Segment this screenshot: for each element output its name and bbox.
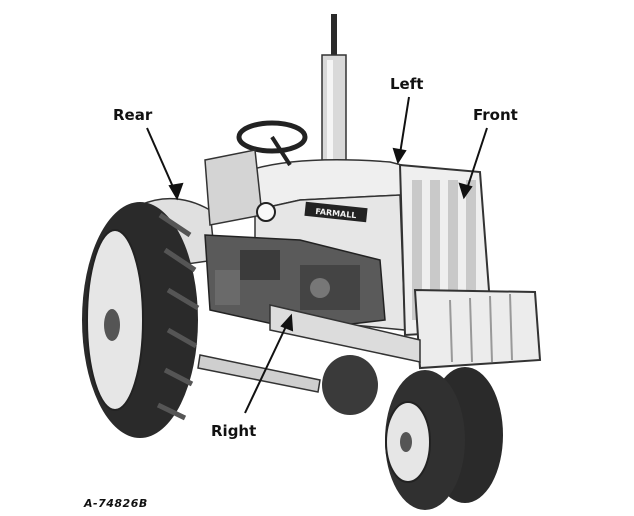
label-left: Left — [390, 75, 424, 93]
rear-arrowhead — [168, 182, 184, 201]
gauge — [256, 202, 276, 222]
front-arrowhead — [458, 182, 473, 200]
frame-rail — [269, 304, 421, 363]
engine-block — [204, 234, 386, 331]
left-arrowhead — [392, 147, 407, 165]
front-tires — [385, 367, 503, 510]
dash — [204, 149, 263, 226]
label-front: Front — [473, 106, 518, 124]
rear-tire — [82, 202, 200, 438]
mid-tire — [322, 355, 378, 415]
exhaust-stack — [321, 14, 347, 166]
right-leader — [244, 317, 291, 414]
figure-id: A-74826B — [84, 497, 148, 510]
drawbar — [197, 354, 321, 393]
leader-lines — [146, 96, 488, 414]
hood-badge-text: FARMALL — [315, 207, 357, 220]
hood-badge: FARMALL — [304, 201, 368, 223]
label-rear: Rear — [113, 106, 153, 124]
front-weights — [413, 288, 542, 370]
front-leader — [464, 127, 488, 196]
right-arrowhead — [280, 313, 294, 332]
steering-wheel — [236, 120, 308, 167]
label-right: Right — [211, 422, 257, 440]
